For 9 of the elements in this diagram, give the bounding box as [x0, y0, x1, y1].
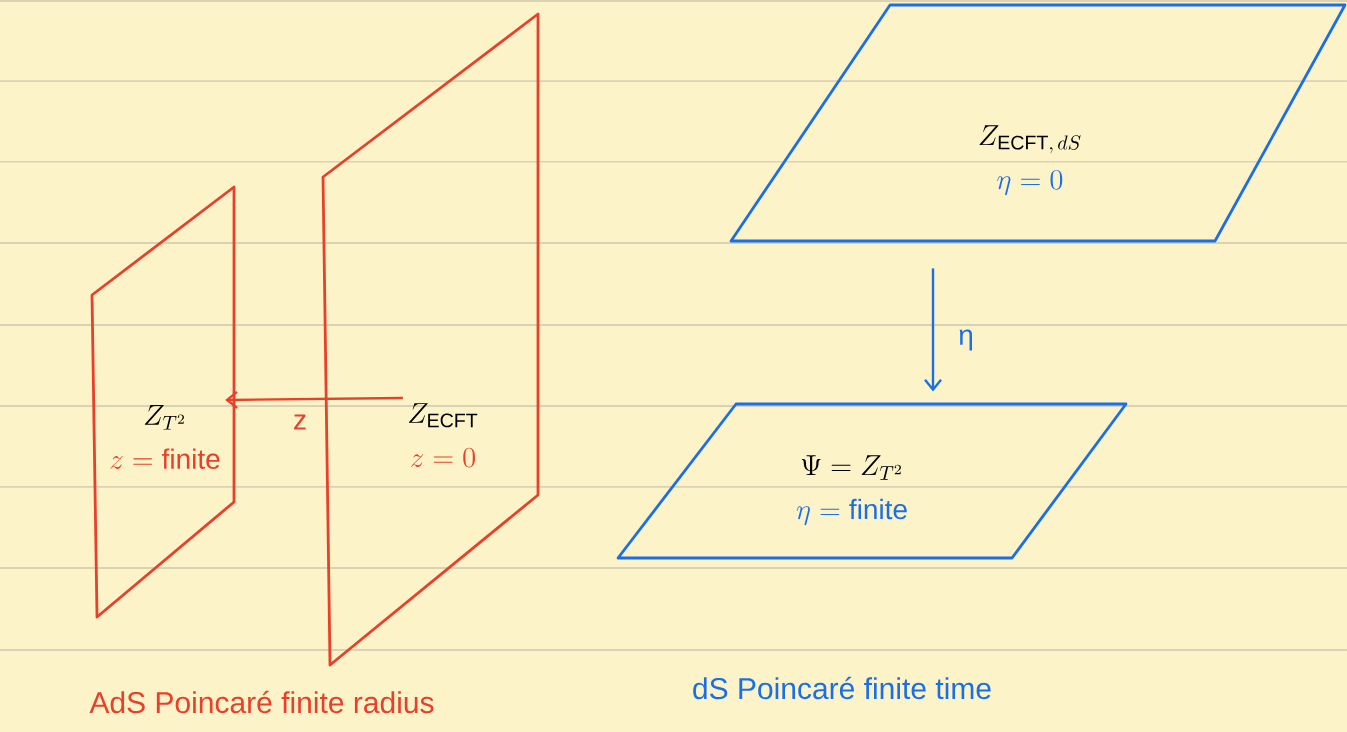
plane-drawing: $Z_{\mathrm{ECFT},\,dS}$ $\eta=0$: [729, 3, 1347, 243]
plane-drawing: $\Psi = Z_{T^2}$ $\eta=\mathrm{finite}$: [616, 402, 1128, 560]
edge-label: η: [956, 327, 976, 353]
arrow: [924, 268, 942, 392]
caption: AdS Poincaré finite radius: [89, 690, 434, 714]
plane-drawing: $Z_{\mathrm{ECFT}}$ $z=0$: [321, 12, 540, 667]
caption: dS Poincaré finite time: [693, 676, 991, 700]
plane-drawing: $Z_{T^2}$ $z=\mathrm{finite}$: [90, 185, 236, 619]
arrow: [225, 390, 403, 409]
